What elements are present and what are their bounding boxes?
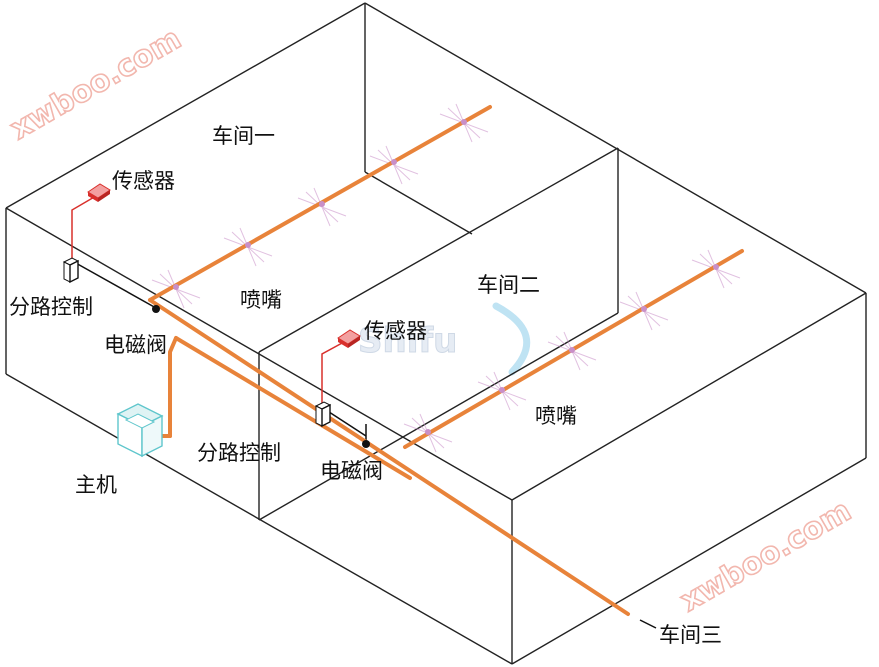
- control-wires: [73, 261, 657, 629]
- watermark-top-left: xwboo.com: [4, 20, 188, 147]
- watermark-text-top-left: xwboo.com: [5, 21, 188, 147]
- roof-back-right-edge: [364, 2, 867, 294]
- label-valve-2: 电磁阀: [320, 459, 383, 483]
- nozzle-point: [391, 159, 397, 165]
- spray-mist: [151, 103, 741, 453]
- label-branch-control-2: 分路控制: [197, 441, 281, 465]
- wire-control-to-valve-1: [73, 261, 157, 309]
- label-sensor-1: 传感器: [112, 169, 175, 193]
- sensor-box-icon: [337, 329, 361, 348]
- nozzle-point: [641, 306, 647, 312]
- label-branch-control-1: 分路控制: [9, 295, 93, 319]
- nozzle-point: [713, 264, 719, 270]
- roof-back-left-edge: [5, 2, 366, 209]
- nozzle-point: [461, 119, 467, 125]
- floor-front-right-edge: [511, 457, 867, 665]
- watermark-bottom-right: xwboo.com: [674, 492, 858, 619]
- wire-control-to-valve-2: [325, 409, 367, 437]
- interior-floor-line-2: [258, 312, 619, 521]
- watermark-text-bottom-right: xwboo.com: [675, 493, 858, 619]
- host-machine-icon: [116, 403, 164, 458]
- label-workshop-2: 车间二: [477, 273, 540, 297]
- control-box-icon: [62, 257, 80, 284]
- nozzle-point: [319, 201, 325, 207]
- sensor-box-icon: [87, 183, 111, 202]
- nozzle-point: [499, 387, 505, 393]
- sensor-1: [71, 183, 111, 262]
- pipe-host-riser: [168, 336, 178, 438]
- pipe-main-trunk: [148, 298, 630, 616]
- label-valve-1: 电磁阀: [104, 333, 167, 357]
- center-logo-swoosh-icon: [492, 302, 531, 376]
- nozzle-points: [173, 119, 719, 435]
- solenoid-valve-icon: [362, 440, 370, 448]
- label-nozzle-2: 喷嘴: [535, 404, 577, 428]
- label-nozzle-1: 喷嘴: [240, 288, 282, 312]
- partition-1-top: [258, 147, 619, 353]
- nozzle-point: [245, 242, 251, 248]
- interior-floor-line-1: [364, 171, 473, 235]
- roof-front-right-edge: [511, 292, 867, 501]
- building-walls: [5, 2, 867, 665]
- solenoid-valve-icon: [152, 305, 160, 313]
- sensor-2: [321, 329, 361, 404]
- nozzle-point: [425, 429, 431, 435]
- label-sensor-2: 传感器: [364, 319, 427, 343]
- center-logo-text: Shifu: [358, 321, 457, 361]
- nozzle-point: [173, 284, 179, 290]
- wire-labels-pointer: [639, 619, 657, 629]
- center-logo: Shifu: [358, 302, 531, 376]
- pipe-trunk-parallel: [174, 336, 412, 480]
- sensor-1-wire: [71, 195, 97, 262]
- control-box-icon: [314, 401, 332, 428]
- label-host: 主机: [75, 473, 117, 497]
- nozzle-point: [569, 347, 575, 353]
- label-workshop-3: 车间三: [659, 623, 722, 647]
- label-workshop-1: 车间一: [212, 124, 275, 148]
- sensor-2-wire: [321, 341, 345, 404]
